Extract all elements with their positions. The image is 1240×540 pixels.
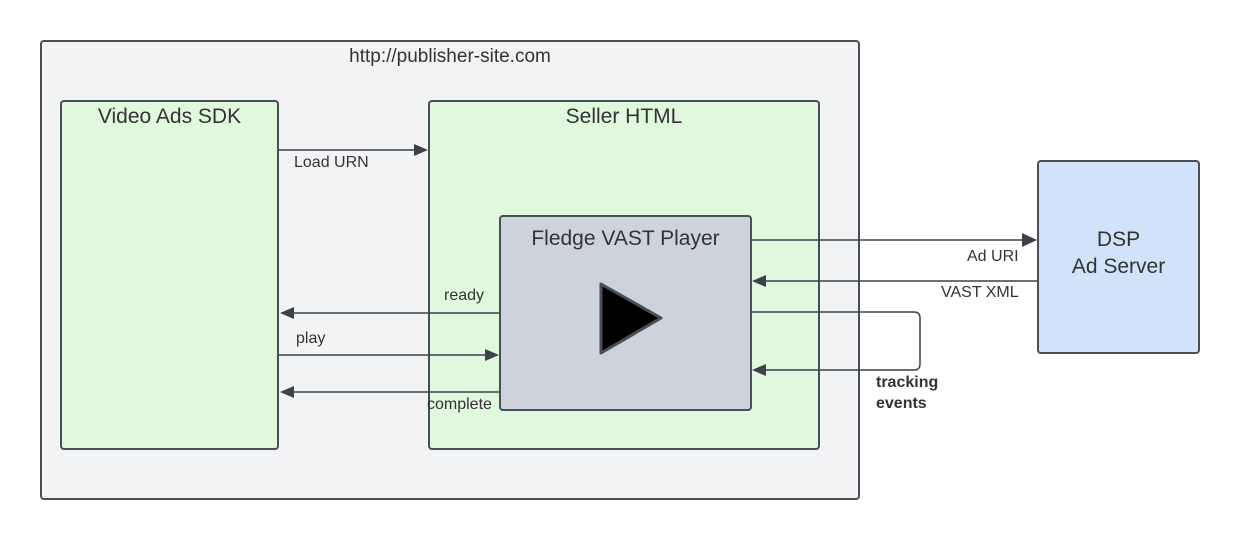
ready-label: ready — [444, 287, 485, 304]
play-arrow — [279, 349, 499, 361]
complete-label: complete — [427, 396, 492, 413]
video-ads-sdk-box: Video Ads SDK — [60, 100, 279, 450]
dsp-title: DSP — [1096, 228, 1141, 251]
ready-arrow — [280, 307, 499, 319]
tracking-events-loop-arrow — [752, 311, 921, 376]
ad-uri-label: Ad URI — [967, 248, 1019, 265]
fledge-vast-player-title: Fledge VAST Player — [531, 227, 720, 250]
ad-server-title: Ad Server — [1071, 255, 1166, 278]
load-urn-arrow — [279, 144, 428, 156]
publisher-url-label: http://publisher-site.com — [349, 46, 551, 67]
dsp-ad-server-box: DSP Ad Server — [1037, 160, 1200, 354]
vast-xml-label: VAST XML — [941, 284, 1019, 301]
vast-xml-arrow — [752, 275, 1037, 287]
ad-uri-arrow — [752, 233, 1037, 247]
play-icon — [599, 282, 663, 355]
video-ads-sdk-title: Video Ads SDK — [97, 105, 242, 128]
seller-html-title: Seller HTML — [565, 105, 683, 128]
play-label: play — [296, 330, 326, 347]
complete-arrow — [280, 386, 499, 398]
load-urn-label: Load URN — [294, 154, 369, 171]
tracking-events-label-line1: tracking — [876, 374, 939, 391]
tracking-events-label-line2: events — [876, 395, 927, 412]
